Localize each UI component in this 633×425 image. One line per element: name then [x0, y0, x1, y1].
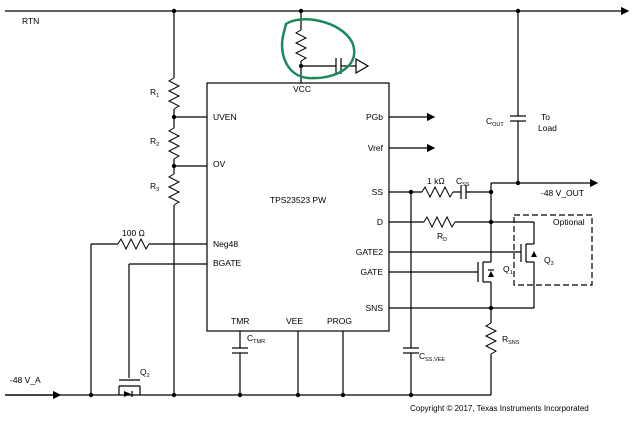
pin-ov: OV [213, 159, 226, 169]
ic-name: TPS23523 PW [270, 195, 326, 205]
rtn-label: RTN [22, 16, 39, 26]
q3-optional: Optional Q3 [513, 214, 593, 308]
pin-uven: UVEN [213, 112, 237, 122]
rd-label: RD [437, 231, 447, 243]
pin-gate: GATE [360, 267, 383, 277]
neg48-out-label: -48 V_OUT [541, 188, 584, 198]
r1k-label: 1 kΩ [427, 176, 445, 186]
pin-vcc: VCC [293, 84, 311, 94]
pin-pgb: PGb [366, 112, 383, 122]
r1-label: R1 [150, 87, 159, 99]
r2-label: R2 [150, 136, 159, 148]
pin-sns: SNS [366, 303, 384, 313]
copyright: Copyright © 2017, Texas Instruments Inco… [410, 404, 589, 413]
neg48-input-rail: -48 V_A [5, 375, 491, 400]
rtn-rail: RTN [5, 6, 630, 26]
pin-vee: VEE [286, 316, 303, 326]
q3-label: Q3 [544, 255, 554, 267]
q2-mosfet: Q2 [118, 263, 207, 397]
highlight-circle [280, 18, 356, 80]
pin-neg48: Neg48 [213, 239, 238, 249]
q1-label: Q1 [503, 264, 513, 276]
vcc-resistor-cap-network [280, 11, 370, 83]
ctmr-label: CTMR [247, 333, 265, 345]
pin-gate2: GATE2 [356, 247, 384, 257]
drain-network: RD [389, 192, 535, 262]
q2-label: Q2 [140, 367, 150, 379]
pin-tmr: TMR [231, 316, 249, 326]
ss-network: 1 kΩ CSS CSS,VEE [389, 176, 494, 395]
ic-tps23523: TPS23523 PW VCC UVEN OV Neg48 BGATE TMR … [206, 82, 390, 332]
optional-label: Optional [553, 217, 585, 227]
ctmr: CTMR [232, 331, 265, 395]
pin-vref: Vref [368, 143, 384, 153]
pin-bgate: BGATE [213, 258, 242, 268]
q1-mosfet: Q1 [389, 251, 521, 308]
to-load-line2: Load [538, 123, 557, 133]
r3-label: R3 [150, 181, 159, 193]
css-label: CSS [456, 176, 470, 188]
to-load-line1: To [541, 112, 550, 122]
output-network: COUT To Load -48 V_OUT [486, 11, 599, 198]
neg48-resistor: 100 Ω [90, 228, 207, 395]
neg48-in-label: -48 V_A [10, 375, 41, 385]
cout-label: COUT [486, 116, 504, 128]
rsns-label: RSNS [502, 334, 520, 346]
pin-prog: PROG [327, 316, 352, 326]
sense-network: RSNS [389, 305, 534, 395]
pin-d: D [377, 217, 383, 227]
cssvee-label: CSS,VEE [419, 351, 445, 363]
resistor-divider: R1 R2 R3 [150, 11, 207, 395]
r100-label: 100 Ω [122, 228, 145, 238]
pin-ss: SS [372, 187, 384, 197]
